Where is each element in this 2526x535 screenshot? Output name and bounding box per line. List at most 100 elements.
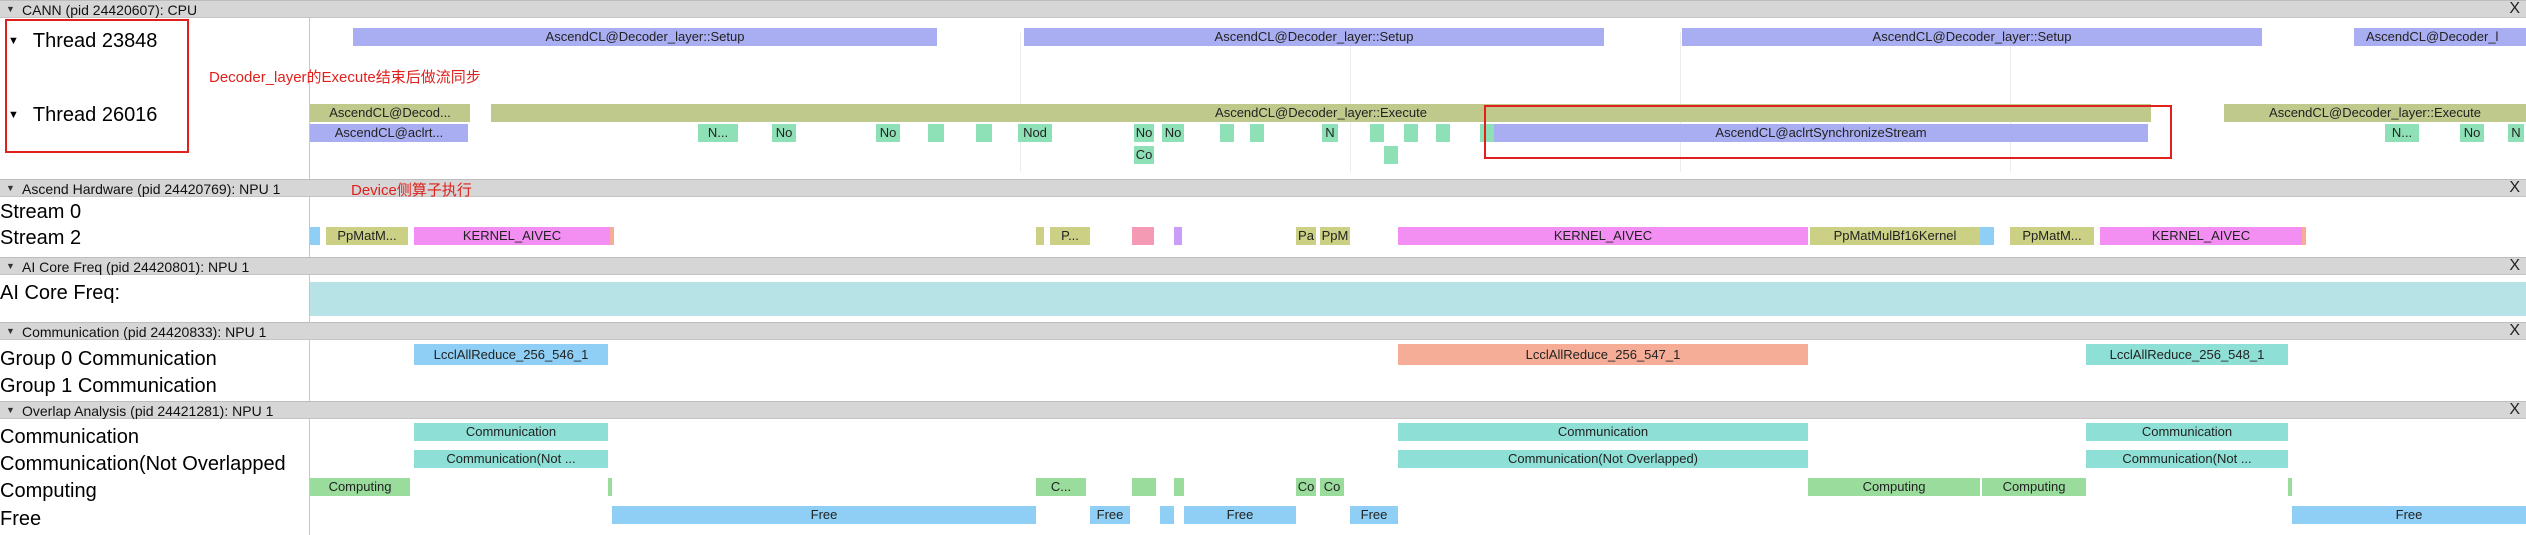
event-small[interactable]: No <box>876 124 900 142</box>
expand-triangle-icon[interactable]: ▼ <box>8 35 19 47</box>
free-event[interactable]: Free <box>1350 506 1398 524</box>
kernel-event[interactable]: PpMatMulBf16Kernel <box>1810 227 1980 245</box>
stream2-lane: PpMatM... KERNEL_AIVEC P... Pa PpM KERNE… <box>310 227 2526 249</box>
overlap-event[interactable]: Co <box>1320 478 1344 496</box>
collapse-triangle-icon[interactable]: ▼ <box>6 405 15 415</box>
free-event[interactable]: Free <box>1090 506 1130 524</box>
event-small[interactable] <box>1370 124 1384 142</box>
overlap-event[interactable]: Computing <box>310 478 410 496</box>
free-event[interactable] <box>1160 506 1174 524</box>
allreduce-event[interactable]: LcclAllReduce_256_547_1 <box>1398 344 1808 365</box>
overlap-event[interactable] <box>1174 478 1184 496</box>
event-setup[interactable]: AscendCL@Decoder_l <box>2354 28 2526 46</box>
allreduce-event[interactable]: LcclAllReduce_256_546_1 <box>414 344 608 365</box>
kernel-event[interactable] <box>1980 227 1994 245</box>
overlap-event[interactable]: Co <box>1296 478 1316 496</box>
collapse-triangle-icon[interactable]: ▼ <box>6 326 15 336</box>
event-setup[interactable]: AscendCL@Decoder_layer::Setup <box>1024 28 1604 46</box>
close-icon[interactable]: X <box>2509 179 2520 196</box>
row-label-communication: Communication <box>0 426 139 448</box>
event-small[interactable] <box>976 124 992 142</box>
overlap-event[interactable]: Communication(Not ... <box>2086 450 2288 468</box>
kernel-event[interactable] <box>610 227 614 245</box>
free-event[interactable]: Free <box>612 506 1036 524</box>
section-header-overlap[interactable]: ▼ Overlap Analysis (pid 24421281): NPU 1… <box>0 401 2526 419</box>
event-small[interactable]: Nod <box>1018 124 1052 142</box>
row-label-free: Free <box>0 508 42 530</box>
kernel-event[interactable]: PpM <box>1320 227 1350 245</box>
overlap-event[interactable]: Computing <box>1982 478 2086 496</box>
expand-triangle-icon[interactable]: ▼ <box>8 109 19 121</box>
kernel-event[interactable]: P... <box>1050 227 1090 245</box>
event-small[interactable] <box>1384 146 1398 164</box>
overlap-event[interactable] <box>608 478 612 496</box>
event-small[interactable] <box>1436 124 1450 142</box>
event-small[interactable]: N <box>1322 124 1338 142</box>
event-small[interactable] <box>1480 124 1494 142</box>
overlap-event[interactable]: Communication <box>2086 423 2288 441</box>
thread-26016-sub-lane: Co <box>310 146 2526 168</box>
collapse-triangle-icon[interactable]: ▼ <box>6 4 15 14</box>
event-small[interactable]: Co <box>1134 146 1154 164</box>
row-label-group1: Group 1 Communication <box>0 375 217 397</box>
event-small[interactable]: No <box>1134 124 1154 142</box>
close-icon[interactable]: X <box>2509 257 2520 274</box>
event-synchronize-stream[interactable]: AscendCL@aclrtSynchronizeStream <box>1494 124 2148 142</box>
kernel-event[interactable] <box>310 227 320 245</box>
event-small[interactable] <box>1250 124 1264 142</box>
event-small[interactable]: No <box>772 124 796 142</box>
kernel-event[interactable] <box>2302 227 2306 245</box>
event-small[interactable] <box>1404 124 1418 142</box>
allreduce-event[interactable]: LcclAllReduce_256_548_1 <box>2086 344 2288 365</box>
event-small[interactable]: No <box>1162 124 1184 142</box>
kernel-event[interactable]: PpMatM... <box>2010 227 2094 245</box>
freq-band[interactable] <box>310 282 2526 316</box>
close-icon[interactable]: X <box>2509 0 2520 17</box>
section-title: Overlap Analysis (pid 24421281): NPU 1 <box>22 403 274 419</box>
collapse-triangle-icon[interactable]: ▼ <box>6 261 15 271</box>
overlap-event[interactable]: C... <box>1036 478 1086 496</box>
event-small[interactable]: N... <box>2385 124 2419 142</box>
free-event[interactable]: Free <box>1184 506 1296 524</box>
kernel-event[interactable] <box>1174 227 1182 245</box>
kernel-event[interactable]: KERNEL_AIVEC <box>414 227 610 245</box>
kernel-event[interactable] <box>1036 227 1044 245</box>
overlap-event[interactable] <box>2288 478 2292 496</box>
close-icon[interactable]: X <box>2509 322 2520 339</box>
event-execute[interactable]: AscendCL@Decoder_layer::Execute <box>491 104 2151 122</box>
kernel-event[interactable]: KERNEL_AIVEC <box>1398 227 1808 245</box>
free-event[interactable]: Free <box>2292 506 2526 524</box>
kernel-event[interactable]: KERNEL_AIVEC <box>2100 227 2302 245</box>
overlap-event[interactable]: Communication(Not ... <box>414 450 608 468</box>
event-aclrt[interactable]: AscendCL@aclrt... <box>310 124 468 142</box>
highlight-box-sync <box>1484 105 2172 159</box>
communication-lane: Communication Communication Communicatio… <box>310 423 2526 445</box>
event-small[interactable]: N <box>2508 124 2524 142</box>
kernel-event[interactable]: Pa <box>1296 227 1316 245</box>
kernel-event[interactable] <box>1132 227 1154 245</box>
event-execute[interactable]: AscendCL@Decod... <box>310 104 470 122</box>
overlap-event[interactable]: Communication(Not Overlapped) <box>1398 450 1808 468</box>
section-header-hardware[interactable]: ▼ Ascend Hardware (pid 24420769): NPU 1 … <box>0 179 2526 197</box>
section-header-communication[interactable]: ▼ Communication (pid 24420833): NPU 1 X <box>0 322 2526 340</box>
overlap-event[interactable]: Communication <box>1398 423 1808 441</box>
event-small[interactable] <box>928 124 944 142</box>
overlap-event[interactable]: Communication <box>414 423 608 441</box>
overlap-event[interactable] <box>1132 478 1156 496</box>
section-header-cann[interactable]: ▼ CANN (pid 24420607): CPU X <box>0 0 2526 18</box>
event-small[interactable]: No <box>2460 124 2484 142</box>
event-small[interactable] <box>1220 124 1234 142</box>
section-header-freq[interactable]: ▼ AI Core Freq (pid 24420801): NPU 1 X <box>0 257 2526 275</box>
annotation-device: Device侧算子执行 <box>351 182 472 199</box>
overlap-event[interactable]: Computing <box>1808 478 1980 496</box>
collapse-triangle-icon[interactable]: ▼ <box>6 183 15 193</box>
event-setup[interactable]: AscendCL@Decoder_layer::Setup <box>1682 28 2262 46</box>
thread-row-26016[interactable]: ▼Thread 26016 <box>8 104 157 127</box>
kernel-event[interactable]: PpMatM... <box>326 227 408 245</box>
thread-row-23848[interactable]: ▼Thread 23848 <box>8 30 157 53</box>
close-icon[interactable]: X <box>2509 401 2520 418</box>
event-execute[interactable]: AscendCL@Decoder_layer::Execute <box>2224 104 2526 122</box>
event-setup[interactable]: AscendCL@Decoder_layer::Setup <box>353 28 937 46</box>
event-small[interactable]: N... <box>698 124 738 142</box>
label-column-divider <box>309 18 310 535</box>
